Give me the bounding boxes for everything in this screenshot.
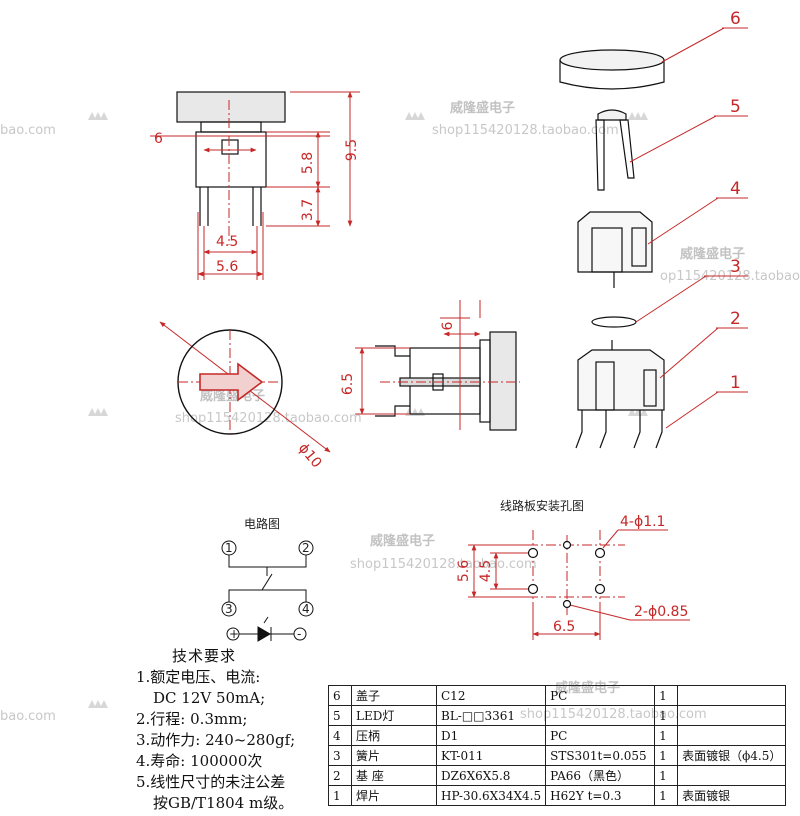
side-view	[355, 300, 520, 431]
callout-2: 2	[730, 309, 741, 329]
watermark-group: bao.com 威隆盛电子 shop115420128.taobao.com 威…	[0, 100, 800, 724]
dim-height-pins: 3.7	[300, 199, 316, 221]
watermark-url: bao.com	[0, 123, 56, 138]
watermark-url: bao.com	[0, 709, 56, 724]
pin-4-label: 4	[302, 602, 310, 616]
dim-pcb-outer: 5.6	[456, 560, 472, 582]
watermark-shop-name: 威隆盛电子	[370, 533, 435, 549]
part-led	[595, 109, 635, 191]
dim-cap-width: 6	[154, 131, 163, 147]
technical-requirements: 技术要求 1.额定电压、电流: DC 12V 50mA; 2.行程: 0.3mm…	[136, 646, 326, 814]
part-plunger	[577, 211, 653, 288]
callout-4: 4	[730, 179, 741, 199]
front-view	[150, 91, 360, 280]
part-pins	[575, 410, 663, 449]
watermark-url: shop115420128.taobao.com	[350, 557, 537, 572]
callout-3: 3	[730, 257, 741, 277]
pcb-holes-2: 2-ϕ0.85	[634, 604, 688, 620]
spec-title: 技术要求	[172, 647, 237, 665]
part-spring	[591, 316, 637, 328]
spec-line: DC 12V 50mA;	[153, 689, 266, 707]
dim-pin-pitch: 4.5	[216, 234, 238, 250]
dim-side-height: 6.5	[340, 373, 356, 395]
pcb-hole-layout	[468, 529, 690, 640]
callout-5: 5	[730, 97, 741, 117]
watermark-shop-name: 威隆盛电子	[450, 100, 515, 116]
led-diode-icon	[257, 626, 271, 642]
callout-6: 6	[730, 9, 741, 29]
pin-1-label: 1	[225, 541, 233, 555]
dim-body-width: 5.6	[216, 259, 238, 275]
circuit-title: 电路图	[244, 516, 280, 531]
table-row: 4 压柄 D1 PC 1	[328, 725, 787, 746]
spec-line: 3.动作力: 240~280gf;	[136, 731, 296, 749]
pcb-holes-4: 4-ϕ1.1	[620, 514, 665, 530]
watermark-url: shop115420128.taobao.com	[432, 123, 619, 138]
spec-line: 1.额定电压、电流:	[136, 668, 261, 686]
table-row: 5 LED灯 BL-□□3361 1	[328, 705, 787, 726]
table-row: 6 盖子 C12 PC 1	[328, 685, 787, 706]
dim-height-body: 5.8	[300, 152, 316, 174]
arrow-icon	[199, 362, 264, 402]
dim-side-width: 6	[440, 321, 456, 330]
part-cap	[559, 49, 665, 90]
bom-table: 6 盖子 C12 PC 1 5 LED灯 BL-□□3361 1 4 压柄 D1…	[328, 685, 787, 806]
spec-line: 按GB/T1804 m级。	[153, 794, 294, 812]
spec-line: 5.线性尺寸的未注公差	[136, 773, 286, 791]
pcb-title: 线路板安装孔图	[500, 498, 584, 513]
watermark-url: shop115420128.taobao.com	[175, 411, 362, 426]
exploded-view	[559, 27, 748, 449]
table-row: 3 簧片 KT-011 STS301t=0.055 1 表面镀银（ϕ4.5）	[328, 745, 787, 766]
pin-3-label: 3	[225, 602, 233, 616]
minus-label: -	[297, 627, 301, 641]
circuit-diagram	[221, 540, 314, 642]
dim-pcb-inner: 4.5	[478, 560, 494, 582]
dim-pcb-width: 6.5	[553, 619, 575, 635]
spec-line: 4.寿命: 100000次	[136, 752, 263, 770]
dim-height-total: 9.5	[344, 139, 360, 161]
plus-label: +	[229, 627, 239, 641]
part-base	[577, 340, 665, 411]
callout-1: 1	[730, 373, 741, 393]
table-row: 2 基 座 DZ6X6X5.8 PA66（黑色） 1	[328, 765, 787, 786]
spec-line: 2.行程: 0.3mm;	[136, 710, 248, 728]
pin-2-label: 2	[302, 541, 310, 555]
watermark-shop-name: 威隆盛电子	[680, 246, 745, 262]
table-row: 1 焊片 HP-30.6X34X4.5 H62Y t=0.3 1 表面镀银	[328, 785, 787, 806]
round-view	[159, 321, 331, 453]
